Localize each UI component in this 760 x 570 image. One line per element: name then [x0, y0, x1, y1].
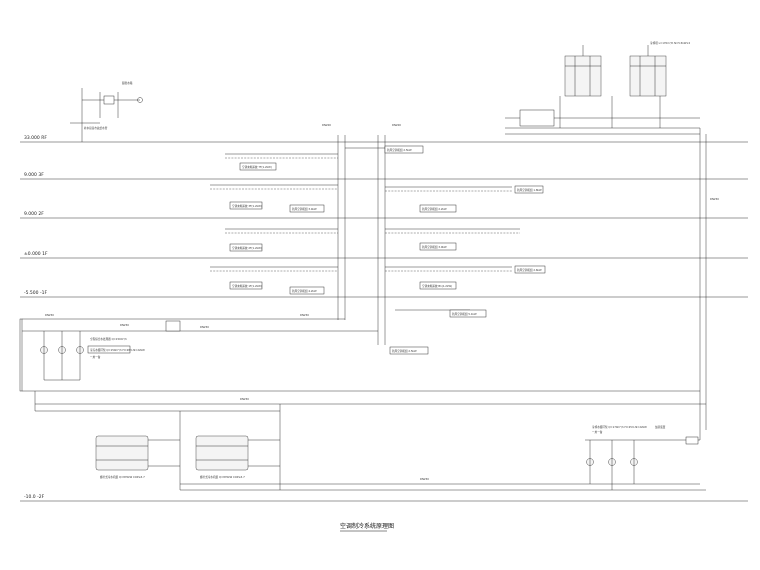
ahu-label: 新风空调机组 2.2kW: [422, 207, 447, 211]
pump-group-left-label: 冷冻水循环泵 Q=150m³/h H=28m N=22kW: [90, 348, 145, 352]
cooling-towers: 冷却塔 L=170m³/h N=5.5kW×2: [505, 41, 707, 440]
ahu-label: 新风空调机组 2.5kW: [387, 148, 412, 152]
level-label-1f: ±0.000 1F: [24, 251, 48, 257]
cooling-tower-note: 冷却塔 L=170m³/h N=5.5kW×2: [650, 41, 691, 45]
pump-group-left-sub: 一用一备: [90, 355, 101, 359]
level-labels: 33.000 RF 9.000 3F 9.000 2F ±0.000 1F -5…: [24, 135, 48, 500]
softener-label: 全程综合水处理器 Q=150m³/h: [90, 337, 127, 341]
branch-3f: 空调末端系统 7F(1.2kW) 新风空调机组 2.5kW: [225, 145, 424, 171]
level-label-roof: 33.000 RF: [24, 135, 47, 141]
plant-headers: DN250 DN250 DN250 DN250 DN250 DN250 DN25…: [19, 197, 719, 491]
makeup-note-label: 补水接自市政给水管: [84, 126, 108, 130]
chiller-2: [195, 435, 249, 471]
cooling-tower-1: [564, 55, 602, 97]
chiller-1-label: 螺杆式冷水机组 Q=870kW COP≥5.7: [100, 475, 145, 479]
risers: DN200 DN200: [322, 123, 401, 345]
expansion-tank-icon: [103, 95, 115, 105]
svg-text:DN250: DN250: [300, 313, 309, 317]
svg-text:DN250: DN250: [200, 325, 209, 329]
level-label-2f: 9.000 2F: [24, 211, 44, 217]
svg-text:DN250: DN250: [420, 477, 429, 481]
svg-text:DN250: DN250: [710, 197, 719, 201]
svg-text:DN250: DN250: [45, 313, 54, 317]
ahu-label: 空调末端系统 2F(1.2kW): [232, 246, 262, 250]
svg-text:DN200: DN200: [322, 123, 331, 127]
svg-text:DN200: DN200: [392, 123, 401, 127]
chillers: 螺杆式冷水机组 Q=870kW COP≥5.7 螺杆式冷水机组 Q=870kW …: [95, 435, 280, 479]
level-label-b2: -10.0 -2F: [24, 494, 45, 500]
ahu-label: 空调末端系统 3F(1.2kW): [232, 204, 262, 208]
dosing-label: 加药装置: [655, 425, 666, 429]
level-label-3f: 9.000 3F: [24, 172, 44, 178]
ahu-label: 空调末端系统 1F(1.2kW): [232, 284, 262, 288]
ahu-label: 新风空调机组 2.6kW: [517, 268, 542, 272]
level-label-b1: -5.500 -1F: [24, 290, 47, 296]
drawing-title: 空调制冷系统原理图: [340, 522, 394, 530]
branch-b1: 空调末端系统 1F(1.2kW) 新风空调机组 4.2kW 新风空调机组 2.6…: [210, 265, 546, 295]
ahu-label: 新风空调机组 5.1kW: [452, 312, 477, 316]
ahu-label: 空调末端系统 B1(1.2kW): [422, 284, 452, 288]
chilled-water-pumps: 冷冻水循环泵 Q=150m³/h H=28m N=22kW 一用一备 全程综合水…: [40, 320, 181, 381]
ahu-label: 新风空调机组 3.0kW: [422, 245, 447, 249]
svg-text:DN250: DN250: [120, 323, 129, 327]
floor-level-lines: [20, 141, 748, 502]
branch-1f: 空调末端系统 2F(1.2kW) 新风空调机组 3.0kW: [225, 228, 520, 252]
pump-group-right-label: 冷却水循环泵 Q=170m³/h H=25m N=22kW: [592, 425, 647, 429]
ahu-label: 新风空调机组 3.4kW: [292, 207, 317, 211]
dosing-icon: [685, 436, 699, 445]
ahu-label: 空调末端系统 7F(1.2kW): [242, 165, 272, 169]
ahu-label: 新风空调机组 1.8kW: [517, 188, 542, 192]
expansion-tank-label: 膨胀水箱: [122, 81, 133, 85]
cooling-water-pumps: 冷却水循环泵 Q=170m³/h H=25m N=22kW 一用一备 加药装置: [585, 425, 700, 490]
branch-b2-plant: 新风空调机组 5.1kW 新风空调机组 2.5kW: [389, 309, 487, 355]
pump-group-right-sub: 一用一备: [592, 430, 603, 434]
chiller-1: [95, 435, 149, 471]
svg-text:DN250: DN250: [240, 397, 249, 401]
softener-icon: [165, 320, 181, 332]
valve-icon: [137, 97, 143, 103]
branch-2f: 空调末端系统 3F(1.2kW) 新风空调机组 3.4kW 新风空调机组 1.8…: [210, 184, 544, 213]
chiller-2-label: 螺杆式冷水机组 Q=870kW COP≥5.7: [200, 475, 245, 479]
cooling-tower-2: [629, 55, 667, 97]
ahu-label: 新风空调机组 4.2kW: [292, 289, 317, 293]
expansion-tank-detail: 膨胀水箱 补水接自市政给水管: [70, 81, 143, 142]
ahu-label: 新风空调机组 2.5kW: [392, 349, 417, 353]
